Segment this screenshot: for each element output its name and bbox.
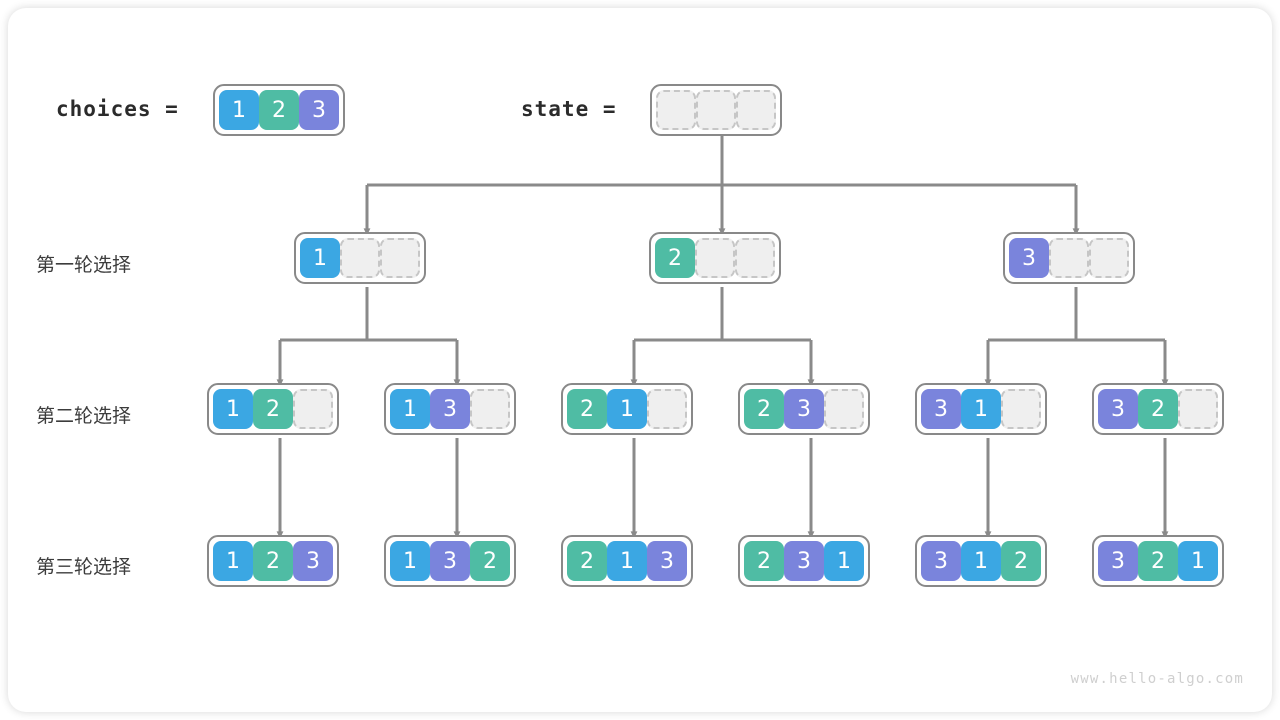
- r3n3-cell-0: 2: [567, 541, 607, 581]
- r1n1-empty-cell-1: [340, 238, 380, 278]
- r3n3-cell-2: 3: [647, 541, 687, 581]
- choices-cell-1: 2: [259, 90, 299, 130]
- r2n2-cell-1: 3: [430, 389, 470, 429]
- r2n6-empty-cell-2: [1178, 389, 1218, 429]
- r2n4-cell-1: 3: [784, 389, 824, 429]
- r3n6-cell-1: 2: [1138, 541, 1178, 581]
- state-node-r1-n2: 2: [649, 232, 781, 284]
- r1n3-empty-cell-2: [1089, 238, 1129, 278]
- r3n1-cell-2: 3: [293, 541, 333, 581]
- watermark: www.hello-algo.com: [1070, 671, 1244, 687]
- r3n6-cell-2: 1: [1178, 541, 1218, 581]
- r2n2-cell-0: 1: [390, 389, 430, 429]
- r3n3-cell-1: 1: [607, 541, 647, 581]
- r1n2-empty-cell-2: [735, 238, 775, 278]
- r1n3-cell-0: 3: [1009, 238, 1049, 278]
- state-label: state =: [521, 97, 617, 121]
- r2n5-empty-cell-2: [1001, 389, 1041, 429]
- r2n4-empty-cell-2: [824, 389, 864, 429]
- state-empty-cell-0: [656, 90, 696, 130]
- choices-cell-2: 3: [299, 90, 339, 130]
- r2n3-cell-0: 2: [567, 389, 607, 429]
- row-label-round-2: 第二轮选择: [36, 405, 132, 427]
- state-array: [650, 84, 782, 136]
- r3n4-cell-1: 3: [784, 541, 824, 581]
- r2n1-empty-cell-2: [293, 389, 333, 429]
- r1n2-empty-cell-1: [695, 238, 735, 278]
- r1n1-cell-0: 1: [300, 238, 340, 278]
- r2n3-cell-1: 1: [607, 389, 647, 429]
- state-empty-cell-2: [736, 90, 776, 130]
- r3n5-cell-0: 3: [921, 541, 961, 581]
- r3n1-cell-1: 2: [253, 541, 293, 581]
- r2n6-cell-1: 2: [1138, 389, 1178, 429]
- r2n2-empty-cell-2: [470, 389, 510, 429]
- row-label-round-3: 第三轮选择: [36, 556, 132, 578]
- r1n3-empty-cell-1: [1049, 238, 1089, 278]
- state-node-r1-n3: 3: [1003, 232, 1135, 284]
- r3n4-cell-2: 1: [824, 541, 864, 581]
- r3n6-cell-0: 3: [1098, 541, 1138, 581]
- r3n1-cell-0: 1: [213, 541, 253, 581]
- r2n4-cell-0: 2: [744, 389, 784, 429]
- state-node-r1-n1: 1: [294, 232, 426, 284]
- choices-label: choices =: [56, 97, 179, 121]
- r2n1-cell-0: 1: [213, 389, 253, 429]
- r2n5-cell-1: 1: [961, 389, 1001, 429]
- r2n3-empty-cell-2: [647, 389, 687, 429]
- r3n2-cell-0: 1: [390, 541, 430, 581]
- r3n5-cell-1: 1: [961, 541, 1001, 581]
- state-empty-cell-1: [696, 90, 736, 130]
- r3n2-cell-1: 3: [430, 541, 470, 581]
- r3n4-cell-0: 2: [744, 541, 784, 581]
- r2n5-cell-0: 3: [921, 389, 961, 429]
- r1n1-empty-cell-2: [380, 238, 420, 278]
- r3n5-cell-2: 2: [1001, 541, 1041, 581]
- r2n6-cell-0: 3: [1098, 389, 1138, 429]
- r3n2-cell-2: 2: [470, 541, 510, 581]
- r2n1-cell-1: 2: [253, 389, 293, 429]
- row-label-round-1: 第一轮选择: [36, 254, 132, 276]
- r1n2-cell-0: 2: [655, 238, 695, 278]
- choices-cell-0: 1: [219, 90, 259, 130]
